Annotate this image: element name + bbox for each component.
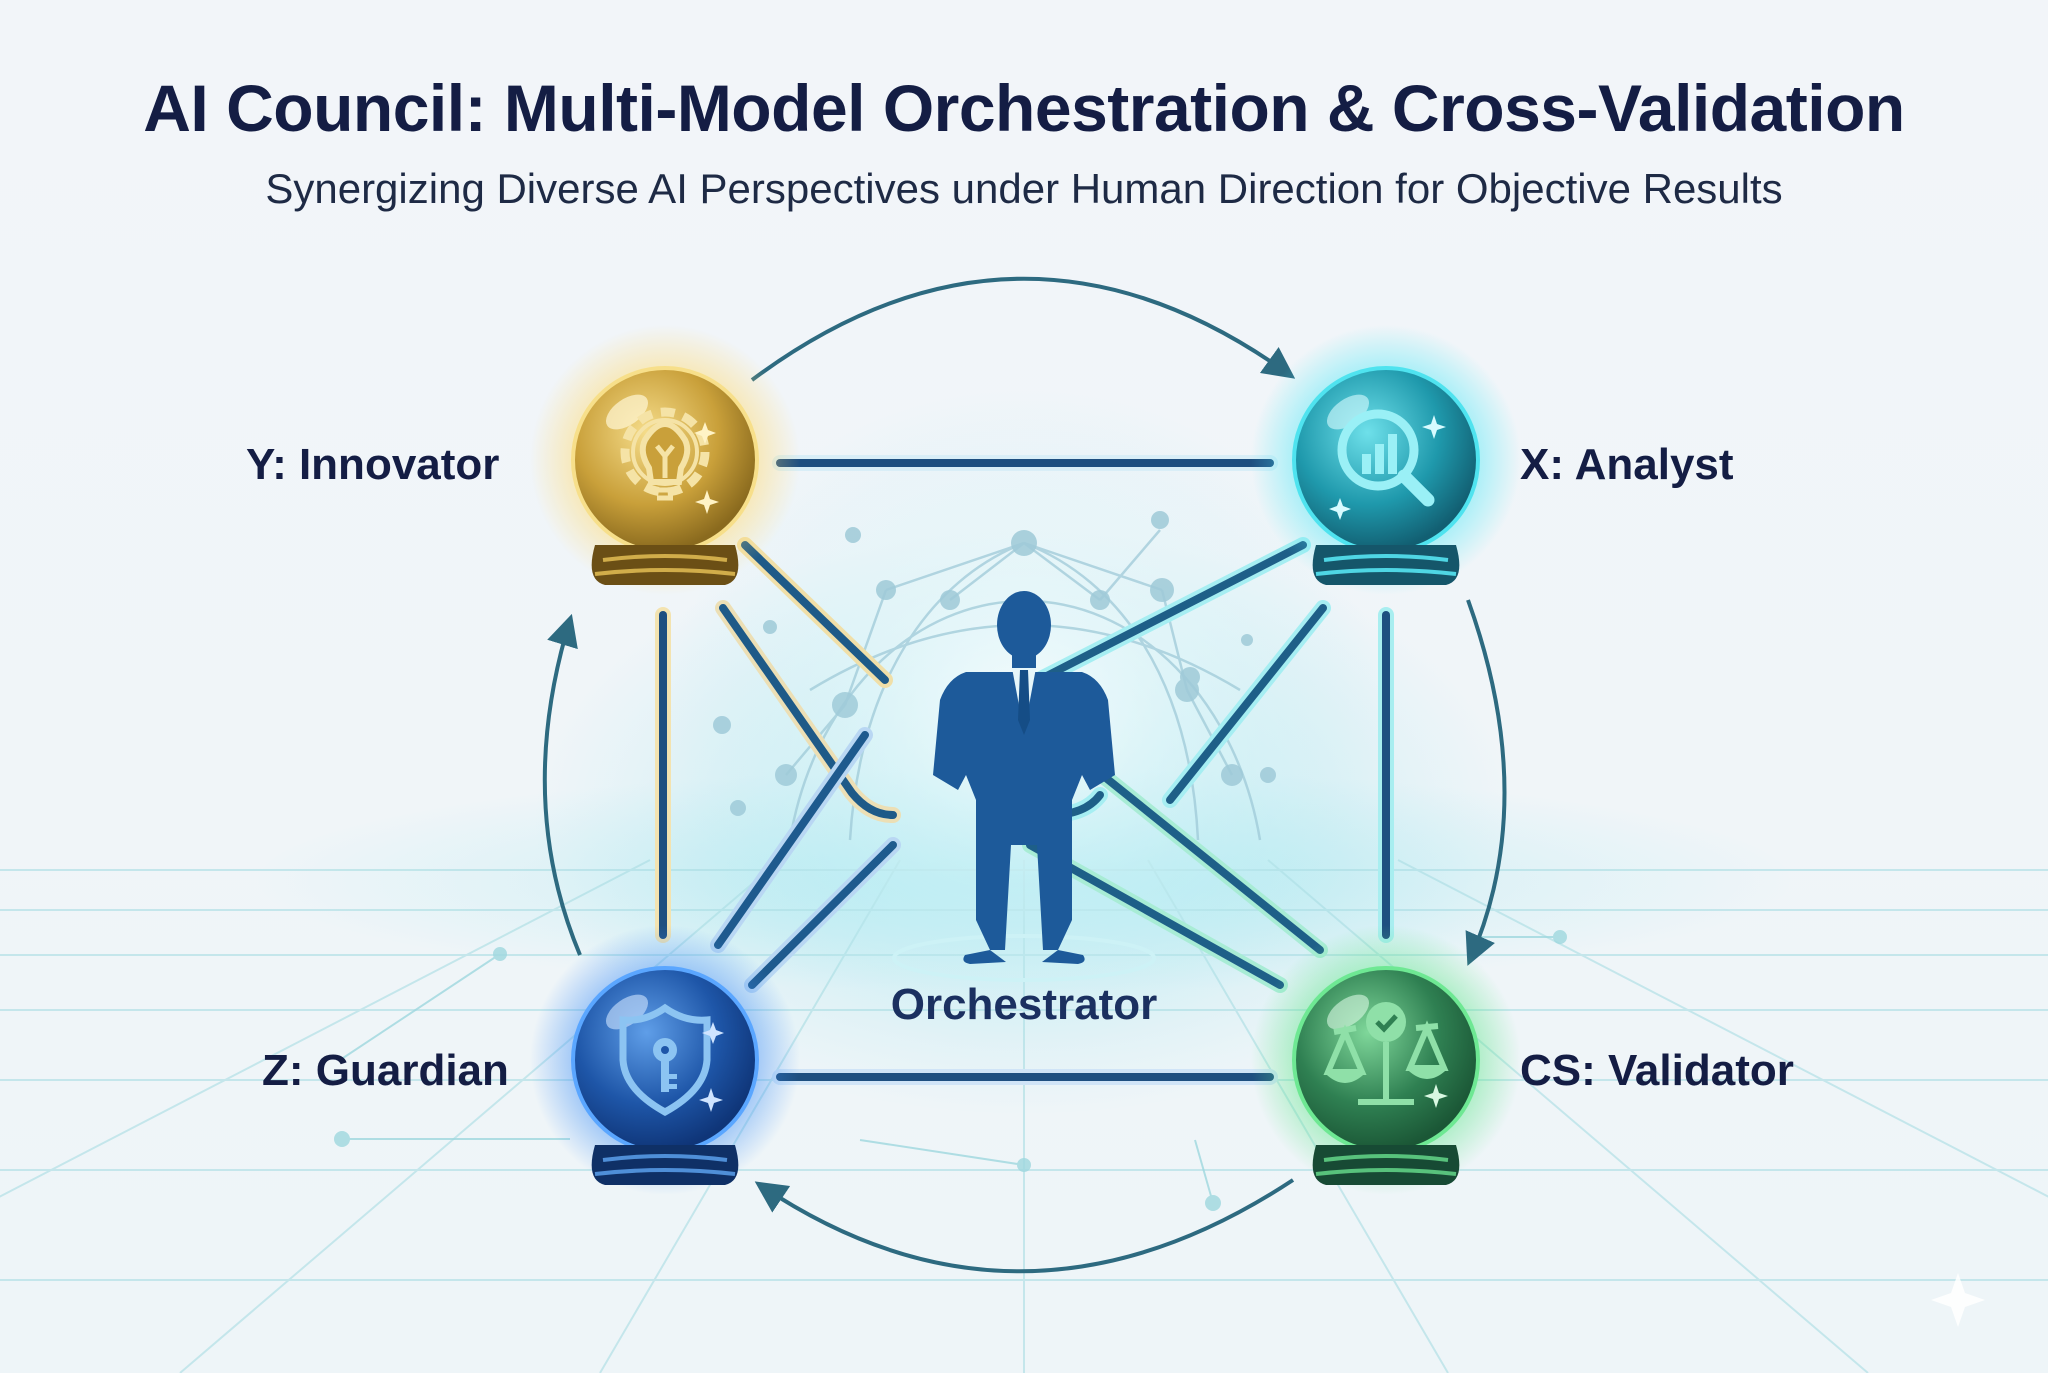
arrow-z-to-y [542, 613, 582, 956]
node-validator [1251, 925, 1521, 1195]
node-label-innovator: Y: Innovator [246, 440, 500, 489]
node-label-analyst: X: Analyst [1520, 440, 1734, 489]
node-label-guardian: Z: Guardian [262, 1046, 509, 1095]
shield-key-icon [619, 1003, 711, 1116]
businessman-silhouette-icon [933, 591, 1115, 964]
globe-stand [591, 545, 739, 585]
globe-stand [591, 1145, 739, 1185]
magnifier-bar-chart-icon [1337, 409, 1435, 507]
orchestrator-base-ring [892, 934, 1156, 982]
connector-lines [655, 455, 1394, 1085]
arrow-y-to-x [750, 276, 1296, 382]
scales-checkmark-icon [1323, 1002, 1449, 1105]
orchestrator-label: Orchestrator [890, 980, 1158, 1029]
page-title: AI Council: Multi-Model Orchestration & … [143, 71, 1905, 145]
globe-stand [1312, 545, 1460, 585]
node-label-validator: CS: Validator [1520, 1046, 1794, 1095]
cycle-arrows [542, 276, 1507, 1274]
node-analyst [1251, 325, 1521, 595]
floor-nodes [334, 930, 1567, 1211]
gear-lightbulb-icon [620, 407, 710, 501]
node-guardian [530, 925, 800, 1195]
arrow-x-to-cs [1465, 599, 1507, 966]
node-innovator [530, 325, 800, 595]
page-subtitle: Synergizing Diverse AI Perspectives unde… [265, 165, 1783, 212]
globe-stand [1312, 1145, 1460, 1185]
sparkle-icon [1931, 1273, 1985, 1327]
arrow-cs-to-z [754, 1178, 1295, 1274]
